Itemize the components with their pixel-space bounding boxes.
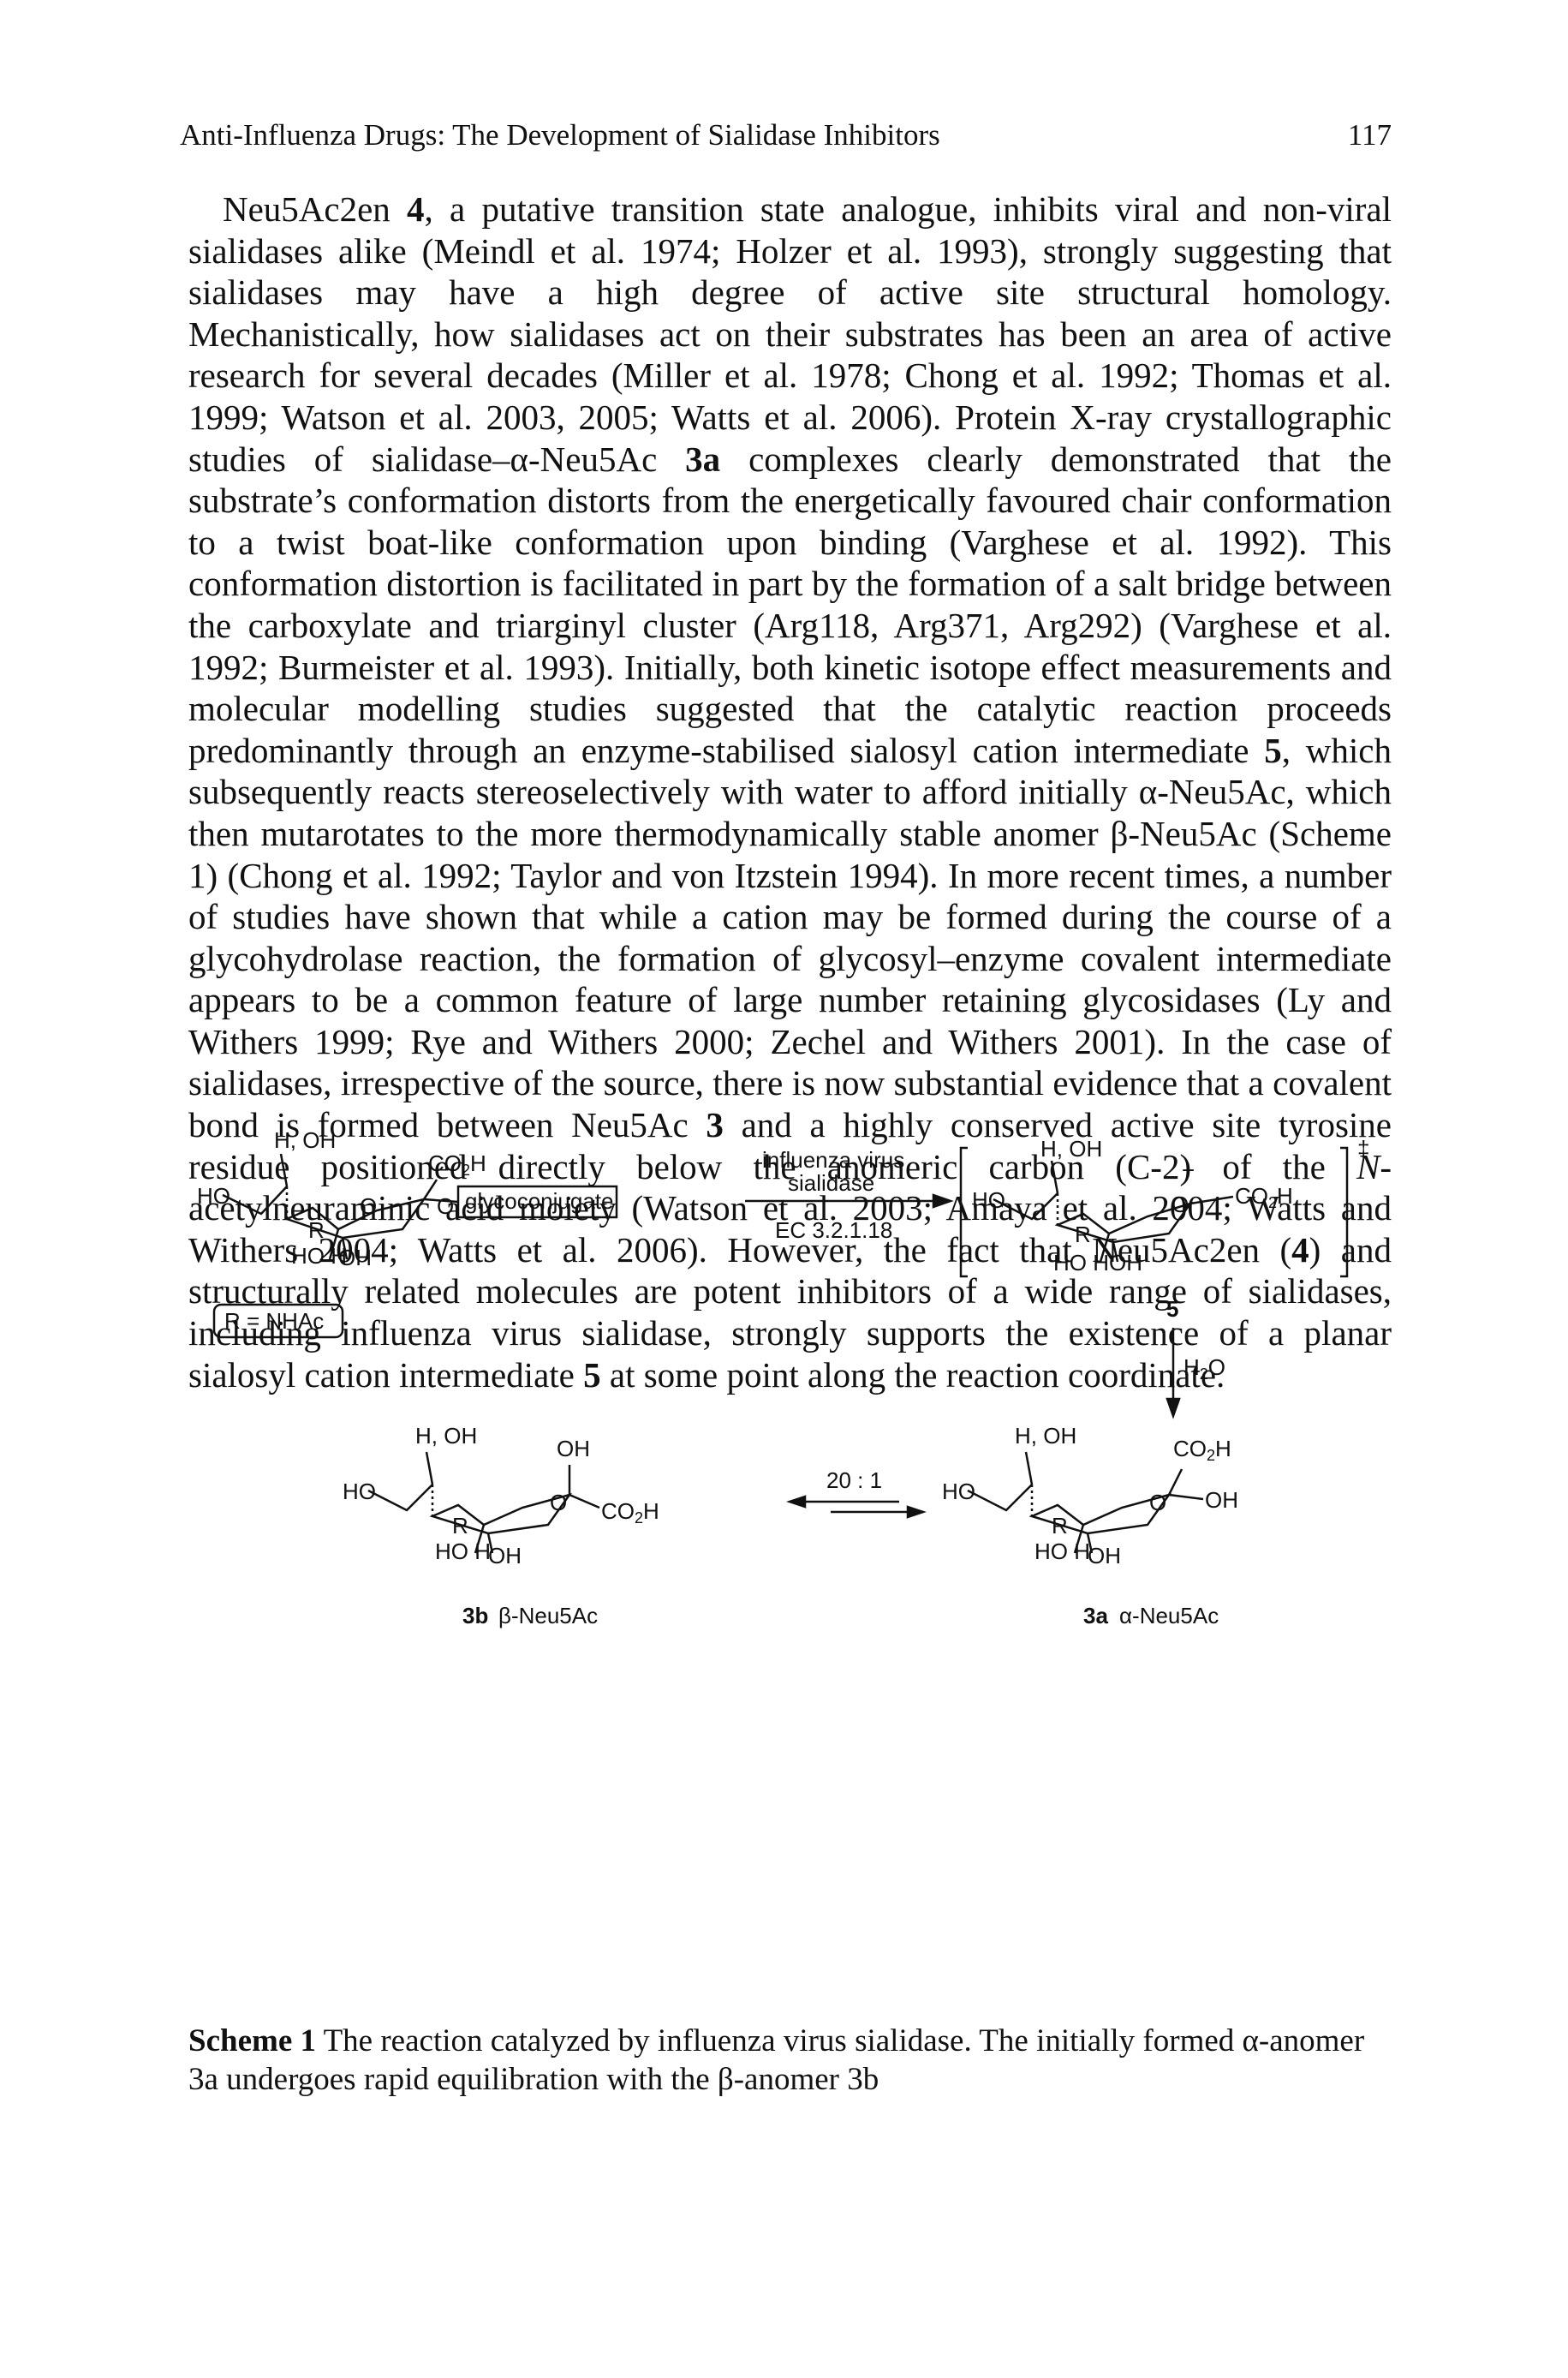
equilibrium-ratio: 20 : 1 (826, 1467, 882, 1493)
intermediate-co2h: CO2H (1235, 1183, 1293, 1211)
caption-text: The reaction catalyzed by influenza viru… (188, 2023, 1365, 2097)
beta-ho: HO (343, 1479, 376, 1504)
beta-oh-bottom: OH (488, 1543, 522, 1568)
alpha-compound-name: α-Neu5Ac (1119, 1603, 1219, 1628)
enzyme-line2: sialidase (788, 1170, 874, 1196)
reaction-scheme: H, OH HO R HO H OH O O CO2H glycoconjuga… (180, 1118, 1392, 2022)
alpha-oh-bottom: OH (1088, 1543, 1121, 1568)
substrate-glyco-o: O (437, 1193, 454, 1219)
substrate-r: R (308, 1217, 325, 1243)
beta-compound-number: 3b (462, 1603, 488, 1628)
equilibrium-arrows (786, 1495, 927, 1519)
beta-h-oh: H, OH (415, 1423, 477, 1449)
alpha-ho-h: HO H (1034, 1539, 1090, 1564)
transition-state-symbol: ‡ (1357, 1136, 1369, 1162)
intermediate-charge: + (1182, 1157, 1195, 1183)
glycoconjugate-label: glycoconjugate (465, 1188, 613, 1214)
beta-ho-h: HO H (435, 1539, 491, 1564)
alpha-structure (967, 1451, 1204, 1554)
beta-structure (367, 1451, 600, 1554)
body-paragraph: Neu5Ac2en 4, a putative transition state… (188, 188, 1392, 1395)
page-number: 117 (1347, 118, 1392, 152)
intermediate-ho-h: HO H (1053, 1250, 1109, 1276)
substrate-ho-h: HO H (291, 1243, 347, 1269)
beta-r: R (452, 1513, 468, 1539)
substrate-ring-o: O (360, 1193, 377, 1219)
scheme-drawing: H, OH HO R HO H OH O O CO2H glycoconjuga… (197, 1127, 1369, 1628)
substrate-h-oh: H, OH (274, 1127, 336, 1153)
paragraph-text: Neu5Ac2en 4, a putative transition state… (188, 189, 1392, 1395)
enzyme-line1: influenza virus (762, 1147, 904, 1173)
alpha-ring-o: O (1149, 1490, 1166, 1515)
ec-number: EC 3.2.1.18 (775, 1217, 892, 1243)
beta-compound-name: β-Neu5Ac (498, 1603, 598, 1628)
intermediate-ring-o: O (1172, 1192, 1189, 1217)
intermediate-number: 5 (1166, 1296, 1178, 1322)
intermediate-ho: HO (972, 1187, 1005, 1213)
running-title: Anti-Influenza Drugs: The Development of… (180, 118, 940, 152)
caption-label: Scheme 1 (188, 2023, 316, 2058)
intermediate-h-oh: H, OH (1040, 1136, 1102, 1162)
alpha-oh-anomeric: OH (1205, 1487, 1238, 1513)
substrate-co2h: CO2H (428, 1150, 486, 1179)
arrow-water (1166, 1328, 1181, 1419)
r-definition-box (212, 1303, 344, 1339)
substrate-ho: HO (197, 1183, 230, 1209)
r-definition: R = NHAc (224, 1308, 324, 1334)
alpha-compound-number: 3a (1083, 1603, 1108, 1628)
beta-ring-o: O (550, 1490, 567, 1515)
scheme-caption: Scheme 1 The reaction catalyzed by influ… (188, 2022, 1392, 2099)
intermediate-structure (959, 1146, 1349, 1278)
alpha-h-oh: H, OH (1015, 1423, 1076, 1449)
water-reagent: H2O (1183, 1354, 1225, 1383)
arrow-sialidase (745, 1193, 954, 1209)
intermediate-r: R (1075, 1222, 1091, 1247)
substrate-oh: OH (338, 1245, 372, 1270)
intermediate-oh: OH (1109, 1250, 1142, 1276)
alpha-co2h: CO2H (1173, 1436, 1231, 1464)
alpha-ho: HO (942, 1479, 975, 1504)
substrate-structure (222, 1153, 618, 1260)
alpha-r: R (1052, 1513, 1068, 1539)
running-header: Anti-Influenza Drugs: The Development of… (180, 118, 1392, 161)
beta-oh-top: OH (557, 1436, 590, 1461)
beta-co2h: CO2H (601, 1498, 659, 1527)
